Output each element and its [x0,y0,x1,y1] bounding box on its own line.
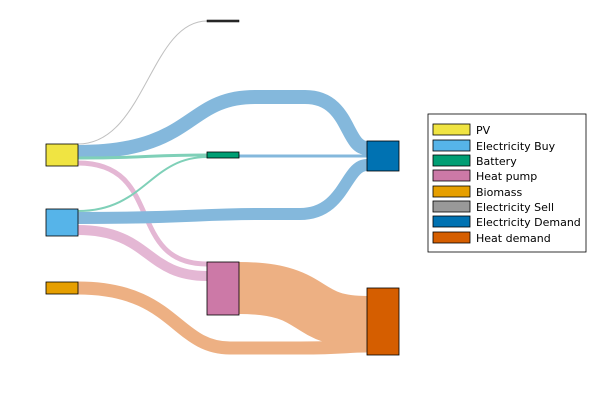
legend-item-biomass: Biomass [432,185,523,199]
node-biomass [45,281,79,295]
legend-swatch-pv [432,123,471,136]
legend-item-electricity-sell: Electricity Sell [432,200,554,214]
legend-label-electricity-buy: Electricity Buy [476,140,556,153]
flow-pv-to-battery [77,153,208,160]
legend-label-electricity-demand: Electricity Demand [476,216,581,229]
legend-label-battery: Battery [476,155,517,168]
node-pv [45,143,79,167]
legend-item-heat-pump: Heat pump [432,169,537,183]
node-electricity-demand [366,140,400,172]
node-battery [206,151,240,159]
legend-item-electricity-demand: Electricity Demand [432,215,581,229]
flow-electricity-buy-to-electricity-demand [77,159,369,224]
flow-heat-pump-to-heat-demand [238,262,368,348]
sankey-flows [77,20,369,355]
legend-swatch-electricity-buy [432,139,471,152]
flow-pv-to-electricity-sell [77,20,208,145]
node-electricity-sell [206,19,240,23]
legend-item-battery: Battery [432,154,517,168]
legend-swatch-biomass [432,185,471,198]
flow-pv-to-electricity-demand [77,90,369,159]
legend-label-heat-pump: Heat pump [476,170,537,183]
legend-label-heat-demand: Heat demand [476,232,551,245]
legend-swatch-electricity-demand [432,215,471,228]
node-heat-pump [206,261,240,316]
legend-item-electricity-buy: Electricity Buy [432,139,556,153]
legend-swatch-heat-pump [432,169,471,182]
legend-swatch-heat-demand [432,231,471,244]
flow-biomass-to-heat-demand [77,281,368,355]
flow-electricity-buy-to-battery [77,156,208,212]
node-electricity-buy [45,208,79,237]
legend-swatch-electricity-sell [432,200,471,213]
legend-label-pv: PV [476,124,491,137]
legend-label-electricity-sell: Electricity Sell [476,201,554,214]
legend-item-heat-demand: Heat demand [432,231,551,245]
legend-box [427,113,587,253]
legend: PV Electricity Buy Battery Heat pump Bio… [427,113,587,253]
sankey-nodes [45,19,400,356]
legend-label-biomass: Biomass [476,186,523,199]
node-heat-demand [366,287,400,356]
legend-item-pv: PV [432,123,491,137]
flow-electricity-buy-to-heat-pump [77,225,208,281]
legend-swatch-battery [432,154,471,167]
